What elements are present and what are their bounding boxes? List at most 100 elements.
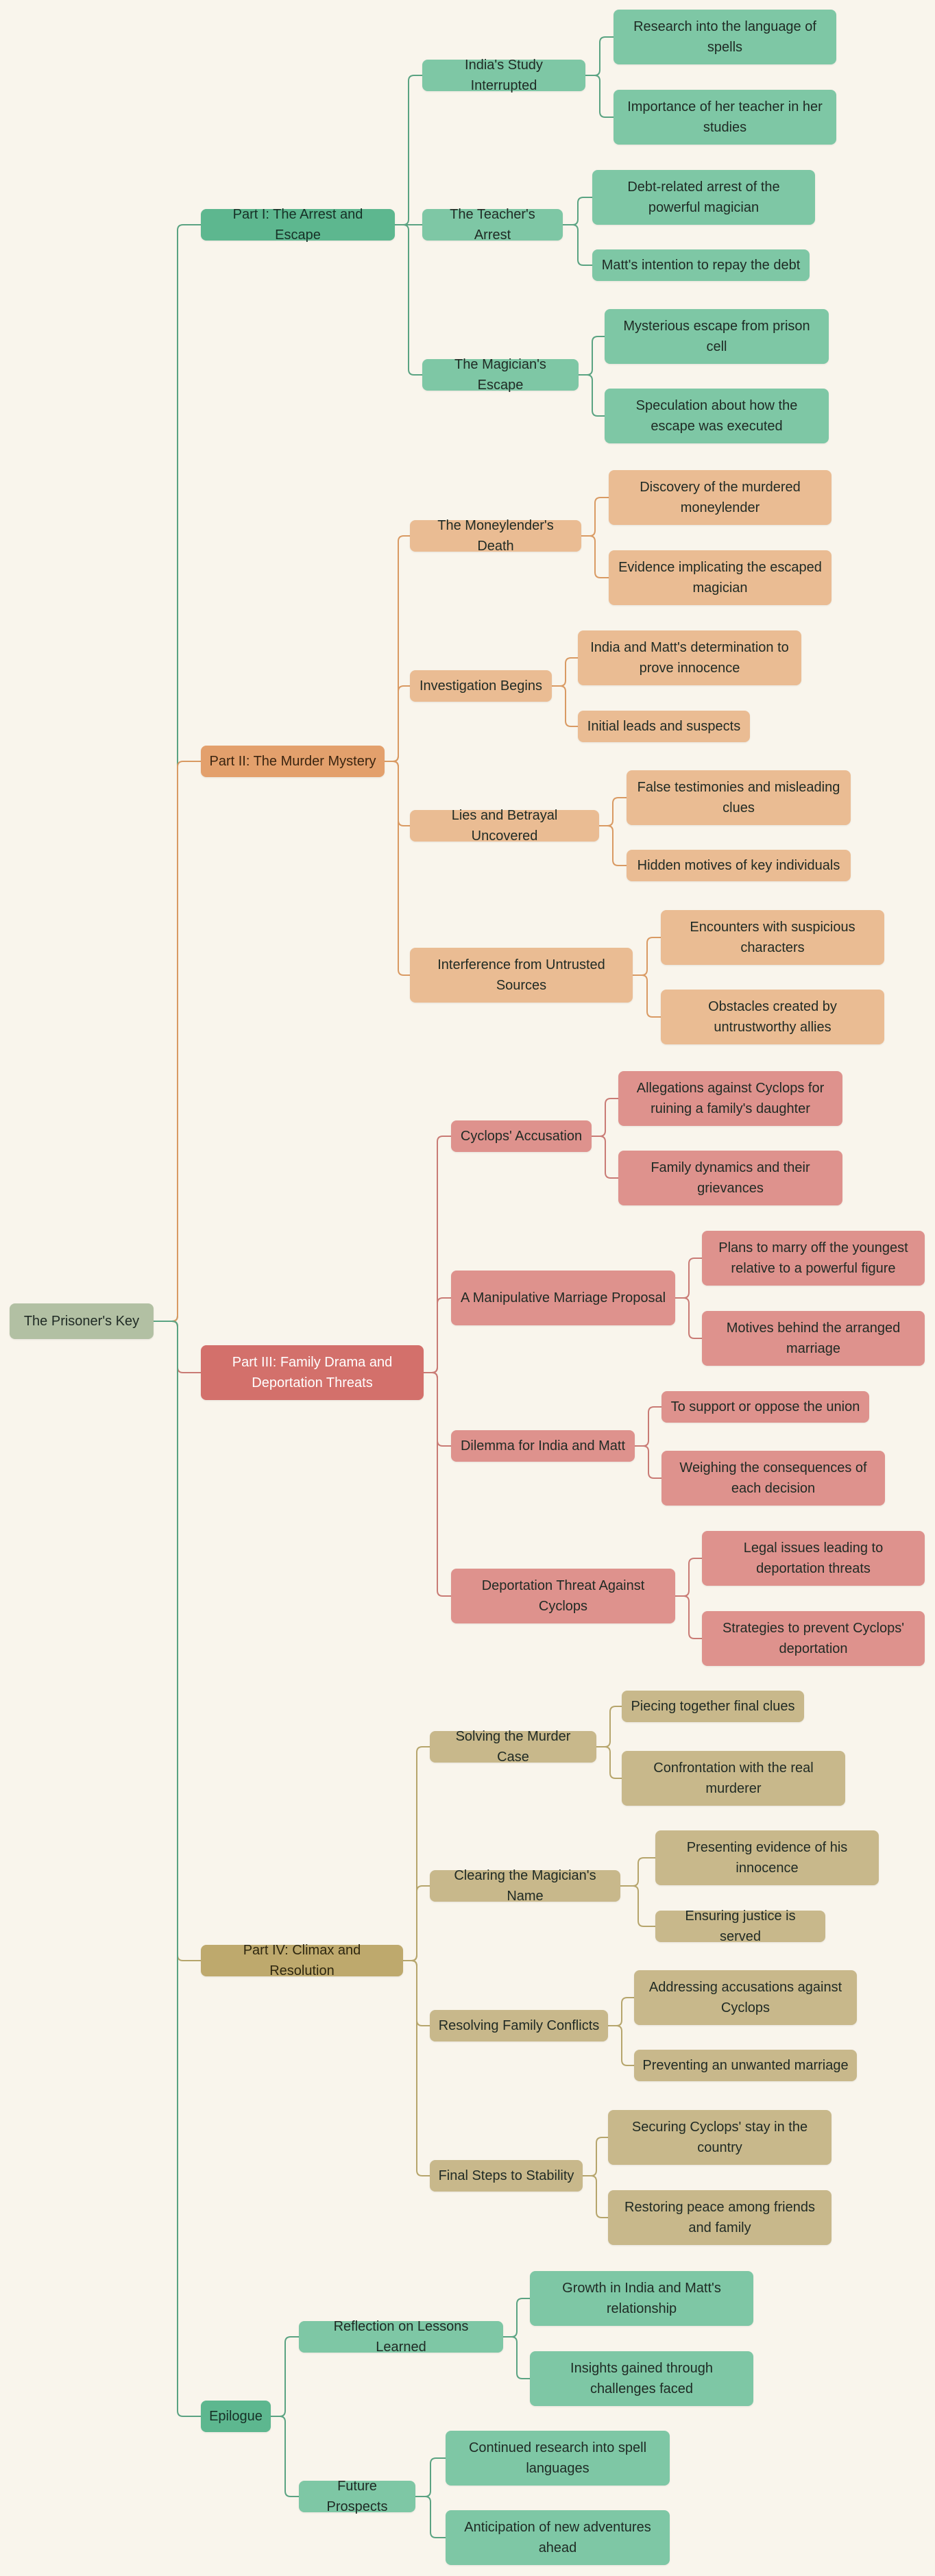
part-node-part-ii-the-murder-mystery[interactable]: Part II: The Murder Mystery bbox=[201, 746, 385, 777]
topic-node-final-steps-to-stability[interactable]: Final Steps to Stability bbox=[430, 2160, 583, 2192]
leaf-node[interactable]: Debt-related arrest of the powerful magi… bbox=[592, 170, 815, 225]
part-connector-1-2 bbox=[385, 761, 410, 826]
leaf-node[interactable]: Addressing accusations against Cyclops bbox=[634, 1970, 857, 2025]
topic-node-reflection-on-lessons-learned[interactable]: Reflection on Lessons Learned bbox=[299, 2319, 503, 2355]
topic-connector-0-2-1 bbox=[579, 374, 605, 417]
leaf-node[interactable]: Anticipation of new adventures ahead bbox=[446, 2510, 670, 2565]
topic-connector-1-2-1 bbox=[599, 825, 627, 866]
leaf-node[interactable]: Legal issues leading to deportation thre… bbox=[702, 1531, 925, 1586]
leaf-node[interactable]: Ensuring justice is served bbox=[655, 1909, 825, 1944]
leaf-node[interactable]: Speculation about how the escape was exe… bbox=[605, 389, 829, 443]
topic-connector-1-1-0 bbox=[552, 657, 578, 687]
topic-node-solving-the-murder-case[interactable]: Solving the Murder Case bbox=[430, 1729, 596, 1765]
leaf-node[interactable]: India and Matt's determination to prove … bbox=[578, 630, 801, 685]
topic-connector-3-3-1 bbox=[583, 2175, 608, 2218]
topic-connector-2-3-0 bbox=[675, 1558, 702, 1597]
leaf-node[interactable]: Insights gained through challenges faced bbox=[530, 2351, 753, 2406]
leaf-node[interactable]: Preventing an unwanted marriage bbox=[634, 2050, 857, 2081]
topic-connector-1-3-1 bbox=[633, 974, 661, 1018]
part-connector-1-1 bbox=[385, 685, 410, 762]
leaf-node[interactable]: Restoring peace among friends and family bbox=[608, 2190, 831, 2245]
root-connector-4-0 bbox=[154, 1321, 201, 2417]
leaf-node[interactable]: Presenting evidence of his innocence bbox=[655, 1830, 879, 1885]
leaf-node[interactable]: Evidence implicating the escaped magicia… bbox=[609, 550, 831, 605]
leaf-node[interactable]: Obstacles created by untrustworthy allie… bbox=[661, 990, 884, 1044]
topic-connector-3-2-0 bbox=[608, 1997, 634, 2026]
root-connector-1-0 bbox=[154, 761, 201, 1322]
topic-node-dilemma-for-india-and-matt[interactable]: Dilemma for India and Matt bbox=[451, 1430, 635, 1462]
topic-connector-4-1-1 bbox=[415, 2496, 446, 2538]
part-connector-1-3 bbox=[385, 761, 410, 976]
topic-node-clearing-the-magician-s-name[interactable]: Clearing the Magician's Name bbox=[430, 1868, 620, 1904]
topic-node-the-magician-s-escape[interactable]: The Magician's Escape bbox=[422, 357, 579, 393]
leaf-node[interactable]: Mysterious escape from prison cell bbox=[605, 309, 829, 364]
topic-node-a-manipulative-marriage-proposal[interactable]: A Manipulative Marriage Proposal bbox=[451, 1271, 675, 1325]
part-node-part-i-the-arrest-and-escape[interactable]: Part I: The Arrest and Escape bbox=[201, 207, 395, 243]
topic-connector-2-0-0 bbox=[592, 1098, 618, 1137]
leaf-node[interactable]: Continued research into spell languages bbox=[446, 2431, 670, 2486]
topic-connector-1-1-1 bbox=[552, 685, 578, 727]
topic-node-deportation-threat-against-cyclops[interactable]: Deportation Threat Against Cyclops bbox=[451, 1569, 675, 1623]
topic-connector-3-3-0 bbox=[583, 2137, 608, 2176]
topic-connector-0-2-0 bbox=[579, 336, 605, 376]
topic-connector-0-1-0 bbox=[563, 197, 592, 225]
topic-connector-3-1-1 bbox=[620, 1885, 655, 1927]
topic-connector-3-0-1 bbox=[596, 1746, 622, 1779]
leaf-node[interactable]: Plans to marry off the youngest relative… bbox=[702, 1231, 925, 1286]
part-connector-2-1 bbox=[424, 1297, 451, 1373]
part-connector-1-0 bbox=[385, 535, 410, 762]
topic-connector-3-1-0 bbox=[620, 1857, 655, 1887]
topic-node-future-prospects[interactable]: Future Prospects bbox=[299, 2479, 415, 2514]
topic-connector-3-2-1 bbox=[608, 2025, 634, 2066]
leaf-node[interactable]: Hidden motives of key individuals bbox=[627, 850, 851, 881]
part-connector-3-1 bbox=[403, 1885, 430, 1961]
topic-connector-0-0-0 bbox=[585, 36, 614, 76]
topic-connector-4-0-1 bbox=[503, 2336, 530, 2379]
part-connector-2-3 bbox=[424, 1372, 451, 1597]
topic-connector-1-2-0 bbox=[599, 797, 627, 826]
part-node-part-iv-climax-and-resolution[interactable]: Part IV: Climax and Resolution bbox=[201, 1943, 403, 1978]
leaf-node[interactable]: Strategies to prevent Cyclops' deportati… bbox=[702, 1611, 925, 1666]
leaf-node[interactable]: Motives behind the arranged marriage bbox=[702, 1311, 925, 1366]
leaf-node[interactable]: Discovery of the murdered moneylender bbox=[609, 470, 831, 525]
topic-connector-2-3-1 bbox=[675, 1595, 702, 1639]
root-node[interactable]: The Prisoner's Key bbox=[10, 1303, 154, 1339]
topic-connector-2-2-1 bbox=[635, 1445, 661, 1479]
part-connector-4-1 bbox=[271, 2416, 299, 2497]
leaf-node[interactable]: Importance of her teacher in her studies bbox=[614, 90, 836, 145]
topic-node-cyclops-accusation[interactable]: Cyclops' Accusation bbox=[451, 1120, 592, 1152]
part-connector-0-0 bbox=[395, 75, 422, 225]
topic-connector-2-2-0 bbox=[635, 1406, 661, 1447]
topic-connector-0-1-1 bbox=[563, 224, 592, 266]
leaf-node[interactable]: Matt's intention to repay the debt bbox=[592, 249, 810, 281]
part-node-epilogue[interactable]: Epilogue bbox=[201, 2401, 271, 2432]
leaf-node[interactable]: Piecing together final clues bbox=[622, 1691, 804, 1722]
leaf-node[interactable]: Allegations against Cyclops for ruining … bbox=[618, 1071, 842, 1126]
topic-node-lies-and-betrayal-uncovered[interactable]: Lies and Betrayal Uncovered bbox=[410, 808, 599, 844]
leaf-node[interactable]: Research into the language of spells bbox=[614, 10, 836, 64]
topic-connector-1-0-0 bbox=[581, 497, 609, 537]
topic-node-investigation-begins[interactable]: Investigation Begins bbox=[410, 670, 552, 702]
leaf-node[interactable]: Encounters with suspicious characters bbox=[661, 910, 884, 965]
topic-node-resolving-family-conflicts[interactable]: Resolving Family Conflicts bbox=[430, 2010, 608, 2041]
leaf-node[interactable]: Weighing the consequences of each decisi… bbox=[661, 1451, 885, 1506]
leaf-node[interactable]: To support or oppose the union bbox=[661, 1391, 869, 1423]
leaf-node[interactable]: False testimonies and misleading clues bbox=[627, 770, 851, 825]
topic-node-interference-from-untrusted-sources[interactable]: Interference from Untrusted Sources bbox=[410, 948, 633, 1003]
topic-connector-1-3-0 bbox=[633, 937, 661, 976]
topic-connector-1-0-1 bbox=[581, 535, 609, 578]
topic-node-india-s-study-interrupted[interactable]: India's Study Interrupted bbox=[422, 58, 585, 93]
part-connector-4-0 bbox=[271, 2336, 299, 2417]
topic-connector-2-0-1 bbox=[592, 1136, 618, 1179]
topic-node-the-teacher-s-arrest[interactable]: The Teacher's Arrest bbox=[422, 207, 563, 243]
topic-connector-2-1-0 bbox=[675, 1258, 702, 1299]
leaf-node[interactable]: Family dynamics and their grievances bbox=[618, 1151, 842, 1205]
leaf-node[interactable]: Initial leads and suspects bbox=[578, 711, 750, 742]
leaf-node[interactable]: Confrontation with the real murderer bbox=[622, 1751, 845, 1806]
leaf-node[interactable]: Securing Cyclops' stay in the country bbox=[608, 2110, 831, 2165]
part-node-part-iii-family-drama-and-deportation-threats[interactable]: Part III: Family Drama and Deportation T… bbox=[201, 1345, 424, 1400]
topic-connector-4-0-0 bbox=[503, 2298, 530, 2338]
topic-node-the-moneylender-s-death[interactable]: The Moneylender's Death bbox=[410, 518, 581, 554]
leaf-node[interactable]: Growth in India and Matt's relationship bbox=[530, 2271, 753, 2326]
